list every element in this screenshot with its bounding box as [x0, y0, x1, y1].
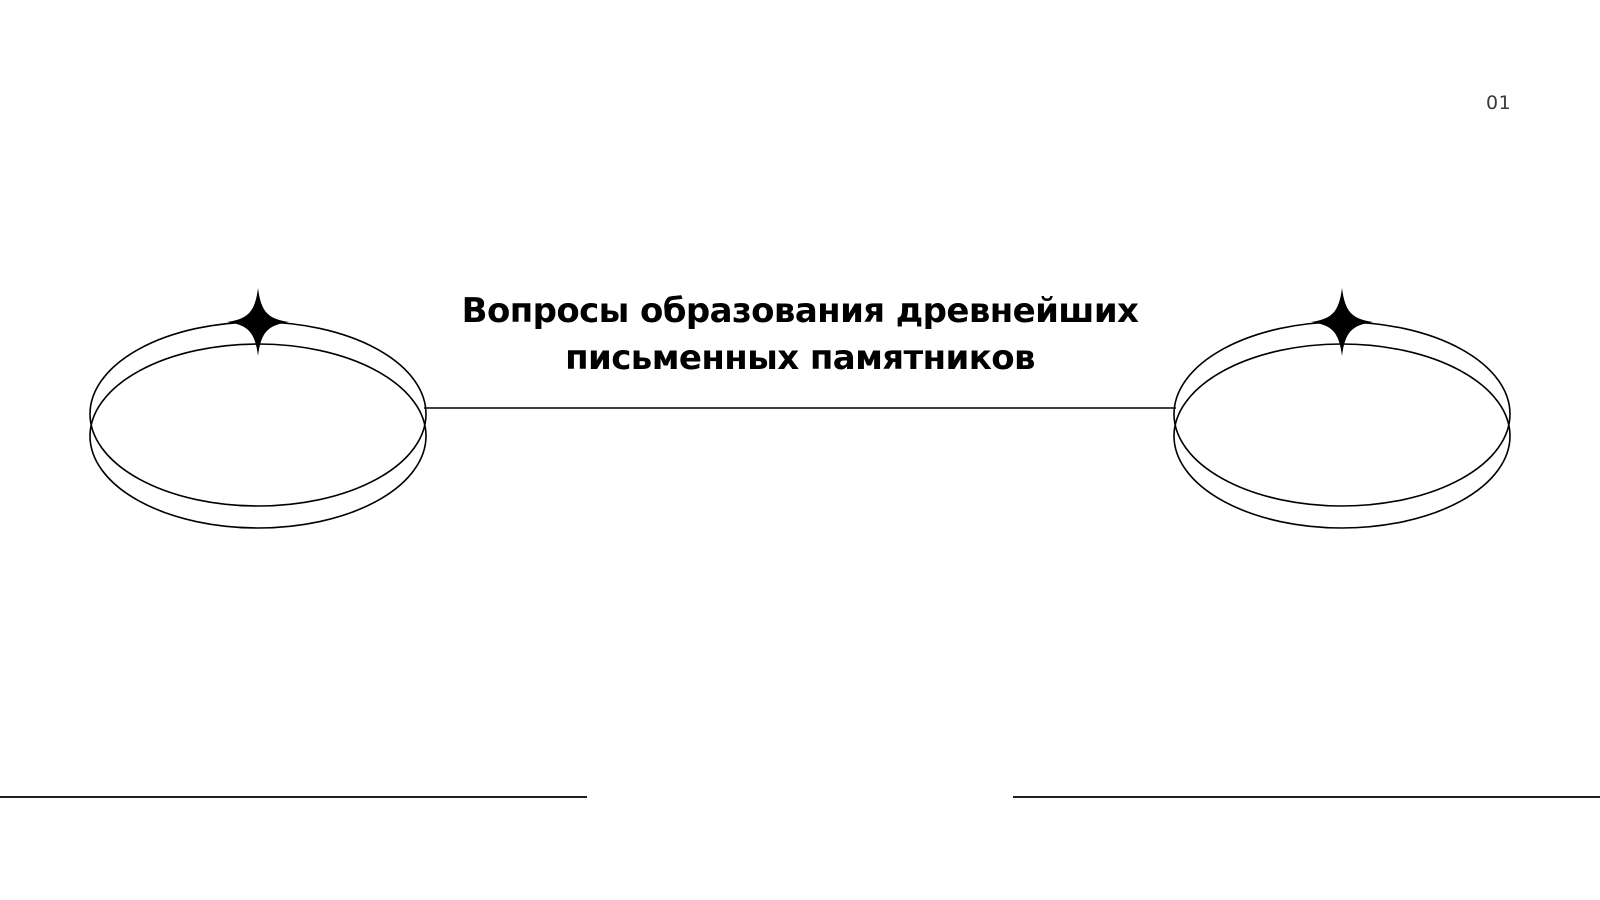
- title-line-1: Вопросы образования древнейших: [461, 291, 1139, 331]
- sparkle-star-icon: [227, 288, 289, 356]
- title-line-2: письменных памятников: [565, 338, 1035, 378]
- slide-title: Вопросы образования древнейших письменны…: [400, 288, 1200, 382]
- bottom-rule-right: [1013, 796, 1600, 798]
- page-number: 01: [1486, 92, 1512, 114]
- bottom-rule-left: [0, 796, 587, 798]
- sparkle-star-icon: [1311, 288, 1373, 356]
